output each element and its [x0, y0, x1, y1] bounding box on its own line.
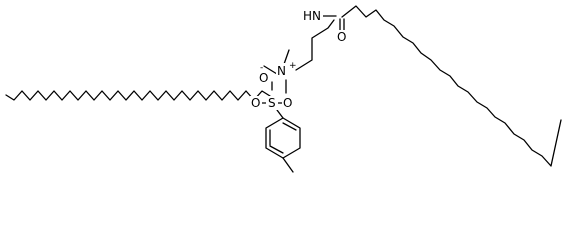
sulfonate-oxygen-right-label: O — [283, 96, 292, 110]
ammonium-nitrogen-label: N — [277, 64, 286, 78]
chemical-structure-diagram: HN O N + O - O S O — [5, 5, 562, 173]
ammonium-charge-label: + — [289, 61, 297, 71]
right-alkyl-chain — [341, 5, 562, 167]
benzene-inner-bond-1 — [282, 122, 297, 131]
sulfur-label: S — [268, 96, 276, 110]
s-ring-bond — [276, 109, 284, 119]
para-methyl-bond — [282, 157, 294, 173]
sulfonate-oxygen-left-label: O — [251, 96, 260, 110]
structure-canvas: HN O N + O - O S O — [5, 5, 562, 173]
left-alkyl-chain — [5, 90, 271, 101]
sulfonate-negative-charge-label: - — [260, 63, 263, 73]
sulfonate-oxygen-negative-label: O — [259, 71, 268, 85]
benzene-ring — [265, 117, 301, 159]
carbonyl-oxygen-label: O — [337, 30, 346, 44]
propyl-linker — [295, 19, 335, 71]
amide-nh-label: HN — [303, 9, 321, 23]
n-methyl-bond-2 — [263, 65, 278, 75]
benzene-inner-bond-2 — [269, 145, 284, 154]
